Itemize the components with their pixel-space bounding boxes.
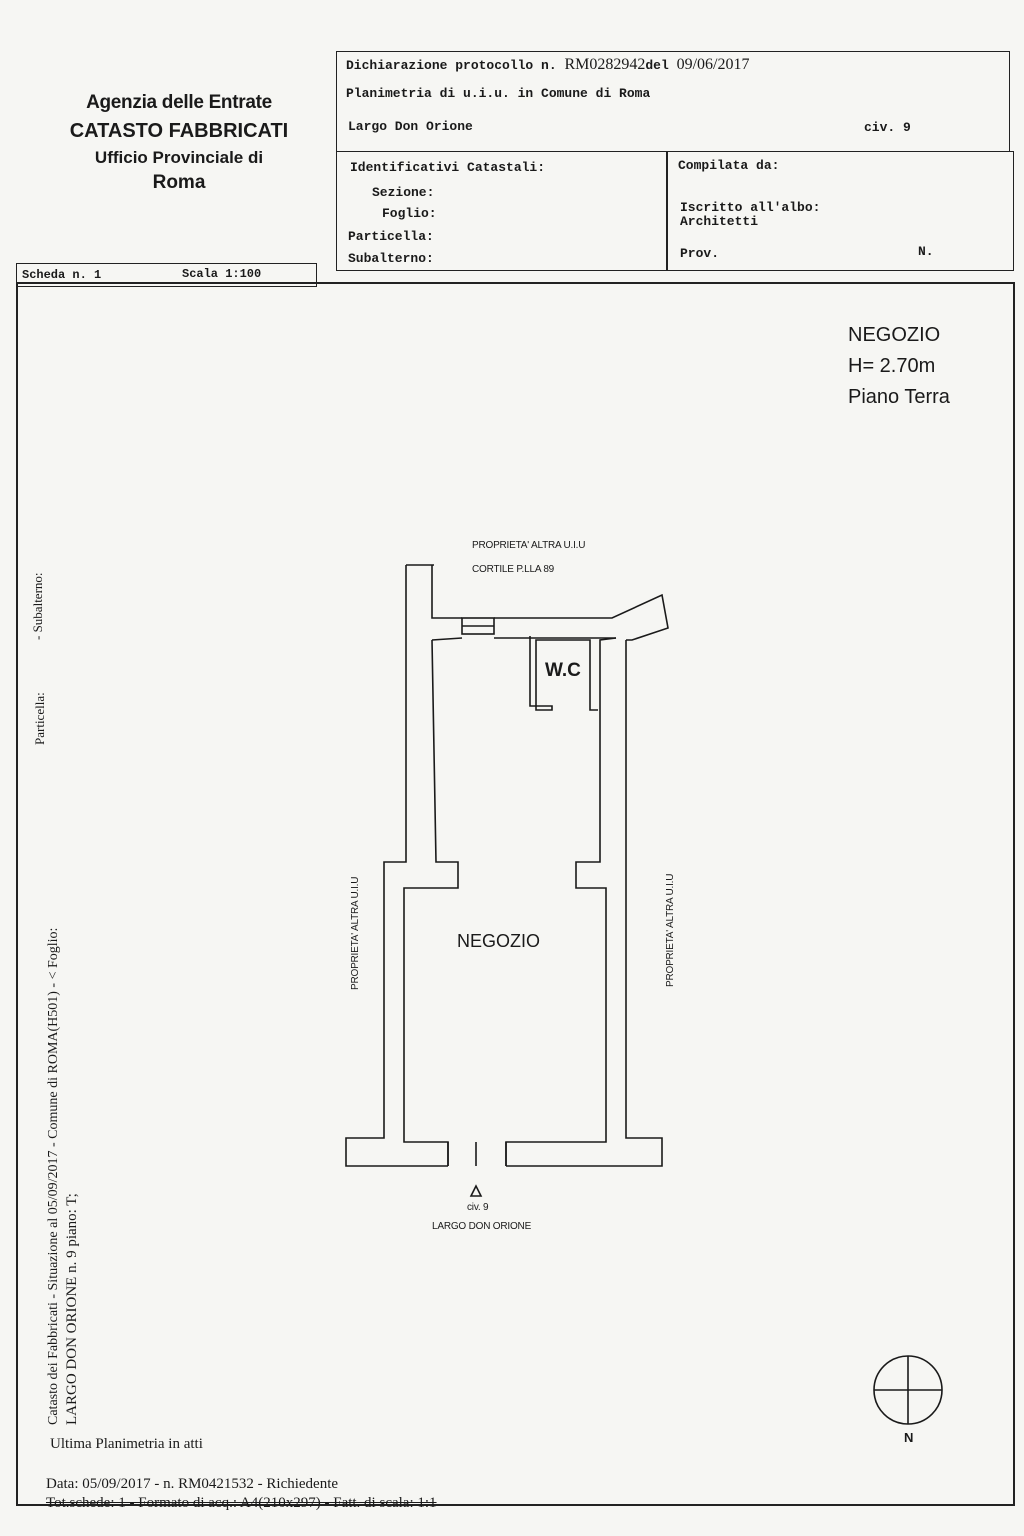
street-label: LARGO DON ORIONE [432,1221,532,1232]
planimetria-line: Planimetria di u.i.u. in Comune di Roma [346,86,651,101]
office-label: Ufficio Provinciale di [94,147,264,167]
inner-top-wall [431,637,463,641]
right-neighbor-label: PROPRIETA' ALTRA U.I.U [665,873,676,987]
protocol-line: Dichiarazione protocollo n. RM0282942del… [346,56,749,74]
catasto-title: CATASTO FABBRICATI [69,119,289,142]
left-wall-inner [403,639,459,1166]
note-title: NEGOZIO [848,324,941,346]
scheda-label: Scheda n. 1 [22,268,102,282]
note-floor: Piano Terra [848,386,950,408]
sezione-label: Sezione: [372,185,435,200]
civic-number: civ. 9 [864,120,911,135]
protocol-date: 09/06/2017 [676,56,750,73]
subalterno-label: Subalterno: [348,251,434,266]
agency-block: Agenzia delle Entrate CATASTO FABBRICATI… [48,92,310,194]
foglio-label: Foglio: [382,206,437,221]
side-text-main: Catasto dei Fabbricati - Situazione al 0… [46,927,61,1425]
side-text-particella: Particella: [32,692,47,745]
wc-label: W.C [545,660,581,681]
scala-label: Scala 1:100 [182,267,262,281]
left-neighbor-label: PROPRIETA' ALTRA U.I.U [350,876,361,990]
header-protocol-box [336,51,1010,152]
courtyard-label: CORTILE P.LLA 89 [472,564,555,575]
albo-value: Architetti [680,214,759,229]
particella-label: Particella: [348,229,434,244]
side-text-subalterno: - Subalterno: [30,572,45,640]
compiled-title: Compilata da: [678,158,780,173]
agency-name: Agenzia delle Entrate [86,92,272,113]
north-label: N [904,1430,914,1445]
identifiers-title: Identificativi Catastali: [350,160,546,175]
header-identifiers-box [336,151,1014,271]
footer-data-line: Data: 05/09/2017 - n. RM0421532 - Richie… [46,1476,339,1492]
courtyard-wall [431,565,462,619]
n-label: N. [918,244,934,259]
north-neighbor-label: PROPRIETA' ALTRA U.I.U [472,540,586,551]
side-text-line2: LARGO DON ORIONE n. 9 piano: T; [64,1193,80,1425]
entrance-civ-label: civ. 9 [467,1202,489,1213]
protocol-prefix: Dichiarazione protocollo n. [346,58,557,73]
iscritto-label: Iscritto all'albo: [680,200,821,215]
protocol-number: RM0282942 [564,56,646,73]
note-height: H= 2.70m [848,355,936,377]
address-line: Largo Don Orione [348,119,473,134]
footer-tot-line: Tot.schede: 1 - Formato di acq.: A4(210x… [46,1495,437,1511]
header-divider [666,151,668,270]
last-plan-label: Ultima Planimetria in atti [50,1436,203,1452]
plan-frame [16,282,1015,1506]
right-wall-outer [506,640,663,1167]
north-compass [873,1355,943,1425]
courtyard-wall-2 [494,593,669,641]
wc-wall [529,636,598,711]
side-text-line1: Catasto dei Fabbricati - Situazione al 0… [46,928,62,1425]
prov-label: Prov. [680,246,720,261]
right-wall-inner [505,637,617,1166]
office-city: Roma [152,172,206,194]
entrance-marker [469,1184,483,1197]
left-wall-outer [345,565,448,1167]
room-label: NEGOZIO [457,931,541,951]
protocol-del: del [645,58,669,73]
scheda-box [16,263,317,287]
